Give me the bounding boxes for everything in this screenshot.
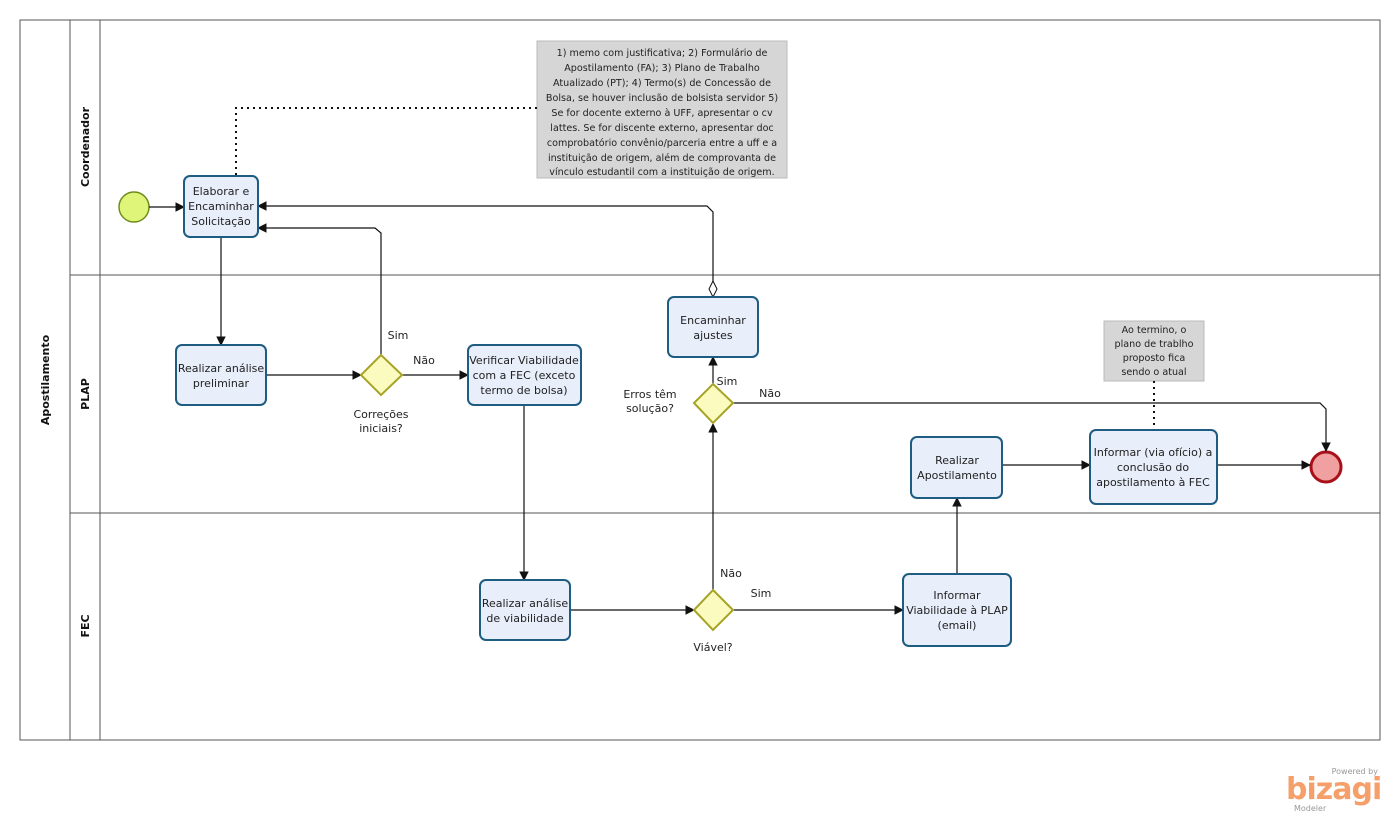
bizagi-logo: Powered by bizagi Modeler — [1286, 767, 1382, 813]
svg-text:iniciais?: iniciais? — [359, 422, 403, 435]
svg-text:Ao termino, o: Ao termino, o — [1122, 325, 1187, 336]
lane-coordenador: Coordenador — [79, 106, 92, 187]
svg-text:apostilamento à FEC: apostilamento à FEC — [1096, 476, 1210, 489]
start-event[interactable] — [118, 191, 150, 223]
task-realizar-apostilamento[interactable]: Realizar Apostilamento — [910, 436, 1003, 499]
gateway-erros[interactable] — [692, 382, 735, 425]
svg-text:Bolsa, se houver inclusão de b: Bolsa, se houver inclusão de bolsista se… — [546, 93, 778, 104]
svg-text:proposto fica: proposto fica — [1123, 353, 1186, 364]
svg-text:Encaminhar: Encaminhar — [680, 314, 746, 327]
task-verificar-viabilidade[interactable]: Verificar Viabilidade com a FEC (exceto … — [467, 344, 582, 406]
flow-label-sim-correcoes: Sim — [388, 329, 409, 342]
modeler-text: Modeler — [1294, 804, 1327, 813]
lane-fec: FEC — [79, 614, 92, 637]
svg-text:sendo o atual: sendo o atual — [1121, 367, 1186, 378]
svg-text:preliminar: preliminar — [193, 377, 250, 390]
svg-text:vínculo estudantil com a insti: vínculo estudantil com a instituição de … — [549, 166, 774, 178]
svg-text:1) memo com justificativa; 2): 1) memo com justificativa; 2) Formulário… — [557, 47, 768, 59]
svg-text:termo de bolsa): termo de bolsa) — [480, 384, 567, 397]
lane-plap: PLAP — [79, 378, 92, 410]
svg-text:Solicitação: Solicitação — [191, 215, 251, 228]
svg-text:de viabilidade: de viabilidade — [486, 612, 563, 625]
svg-text:Atualizado (PT); 4) Termo(s) d: Atualizado (PT); 4) Termo(s) de Concessã… — [553, 78, 771, 89]
annotation-termino: Ao termino, o plano de trablho proposto … — [1103, 320, 1205, 382]
gateway-correcoes-label: Correções — [353, 408, 408, 421]
annotation-documents: 1) memo com justificativa; 2) Formulário… — [536, 40, 788, 179]
task-elaborar-solicitacao[interactable]: Elaborar e Encaminhar Solicitação — [183, 175, 259, 238]
flow-label-sim-viavel: Sim — [751, 587, 772, 600]
pool-title: Apostilamento — [39, 334, 52, 425]
svg-text:Elaborar e: Elaborar e — [193, 185, 250, 198]
svg-text:Realizar: Realizar — [935, 454, 979, 467]
svg-text:Verificar Viabilidade: Verificar Viabilidade — [469, 354, 579, 367]
svg-text:com a FEC (exceto: com a FEC (exceto — [473, 369, 576, 382]
flow-label-sim-erros: Sim — [717, 375, 738, 388]
task-informar-conclusao[interactable]: Informar (via ofício) a conclusão do apo… — [1089, 429, 1218, 505]
svg-text:Apostilamento: Apostilamento — [917, 469, 997, 482]
task-realizar-analise-preliminar[interactable]: Realizar análise preliminar — [175, 344, 267, 406]
svg-text:conclusão do: conclusão do — [1117, 461, 1190, 474]
gateway-erros-label: Erros têm — [623, 388, 676, 401]
svg-text:(email): (email) — [938, 619, 977, 632]
flow-label-nao-erros: Não — [759, 387, 781, 400]
svg-text:Viabilidade à PLAP: Viabilidade à PLAP — [906, 604, 1008, 617]
svg-text:Encaminhar: Encaminhar — [188, 200, 254, 213]
task-informar-viabilidade[interactable]: Informar Viabilidade à PLAP (email) — [902, 573, 1012, 647]
svg-text:comprobatório convênio/parceri: comprobatório convênio/parceria entre a … — [547, 137, 777, 149]
svg-text:Realizar análise: Realizar análise — [178, 362, 265, 375]
task-analise-viabilidade[interactable]: Realizar análise de viabilidade — [479, 579, 571, 641]
svg-text:Apostilamento (FA); 3) Plano d: Apostilamento (FA); 3) Plano de Trabalho — [564, 63, 760, 74]
task-encaminhar-ajustes[interactable]: Encaminhar ajustes — [667, 296, 759, 358]
flow-label-nao-viavel: Não — [720, 567, 742, 580]
svg-text:Se for docente externo à UFF,: Se for docente externo à UFF, apresentar… — [551, 107, 773, 119]
svg-text:Realizar análise: Realizar análise — [482, 597, 569, 610]
svg-text:Informar: Informar — [933, 589, 981, 602]
gateway-viavel[interactable] — [692, 588, 735, 632]
svg-text:solução?: solução? — [626, 402, 674, 415]
svg-text:instituição de origem, além de: instituição de origem, além de comprovan… — [548, 152, 776, 164]
bizagi-wordmark: bizagi — [1286, 772, 1382, 807]
gateway-viavel-label: Viável? — [693, 641, 732, 654]
powered-by-text: Powered by — [1331, 767, 1378, 776]
end-event[interactable] — [1309, 450, 1343, 484]
svg-text:ajustes: ajustes — [693, 329, 733, 342]
svg-text:Informar (via ofício) a: Informar (via ofício) a — [1094, 446, 1213, 459]
flow-label-nao-correcoes: Não — [413, 354, 435, 367]
svg-text:lattes. Se for discente extern: lattes. Se for discente externo, apresen… — [550, 123, 773, 134]
association-docs — [235, 107, 537, 175]
sequence-flows — [149, 201, 1331, 615]
gateway-correcoes[interactable] — [359, 353, 404, 397]
pool: Apostilamento Coordenador PLAP FEC — [19, 19, 1381, 741]
svg-text:plano de trablho: plano de trablho — [1115, 339, 1194, 350]
